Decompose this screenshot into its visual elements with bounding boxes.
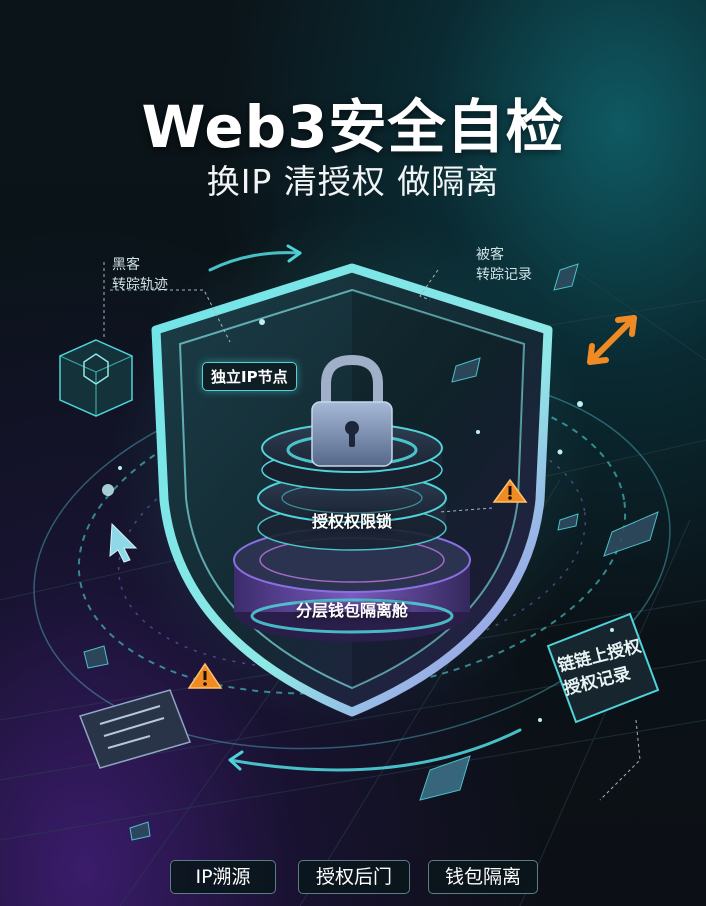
tracked-record-line-1: 被客: [476, 247, 504, 263]
leader-lines: [103, 262, 641, 801]
auth-lock-label: 授权权限锁: [311, 512, 392, 531]
warning-icon: [492, 478, 528, 503]
independent-ip-node-label: 独立IP节点: [202, 362, 297, 391]
hacker-tracking-line-2: 转踪轨迹: [112, 277, 168, 293]
arrow-icon: [109, 522, 138, 563]
arrow-icon: [587, 315, 637, 365]
tracked-record-line-2: 转踪记录: [476, 267, 532, 283]
warning-icon: [187, 662, 223, 689]
cube-icon: [59, 339, 133, 417]
tracked-record-label: 被客 转踪记录: [476, 245, 532, 285]
wallet-isolation-label: 分层钱包隔离舱: [295, 601, 408, 620]
hacker-tracking-label: 黑客 转踪轨迹: [112, 255, 168, 295]
document-icon: [546, 612, 660, 724]
auth-backdoor-button[interactable]: 授权后门: [298, 860, 410, 894]
sparkle-dots: [102, 319, 614, 722]
wallet-isolation-button[interactable]: 钱包隔离: [428, 860, 538, 894]
page-title: Web3安全自检: [141, 93, 565, 161]
lock-icon: [311, 354, 393, 467]
document-icon: [79, 689, 191, 769]
floating-tiles: [83, 263, 659, 841]
ip-trace-button[interactable]: IP溯源: [170, 860, 276, 894]
hacker-tracking-line-1: 黑客: [112, 257, 140, 273]
page-subtitle: 换IP 清授权 做隔离: [206, 162, 500, 201]
